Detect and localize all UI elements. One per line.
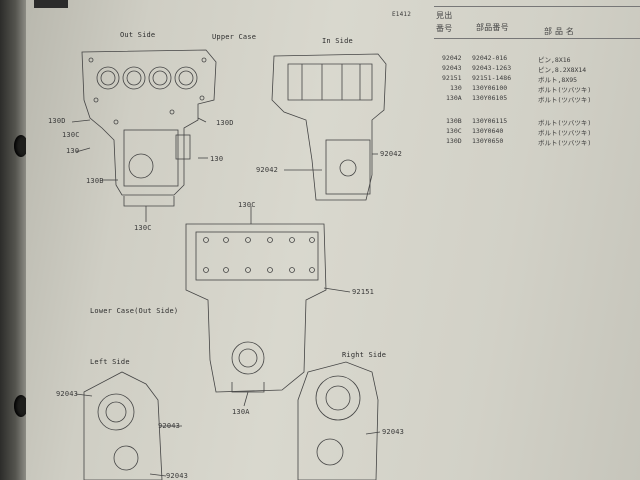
callout-130d-b: 130D [216, 119, 234, 127]
table-row: 130 [450, 84, 462, 92]
table-row: 92043 [442, 64, 462, 72]
parts-diagram [71, 49, 387, 480]
binder-hole-bottom [14, 395, 28, 417]
table-cell-name: ボルト(ツバツキ) [538, 86, 592, 94]
table-header-part-no: 部品番号 [476, 23, 509, 32]
callout-130b-a: 130B [86, 177, 104, 185]
callout-92043-c: 92043 [166, 472, 189, 480]
table-cell-part: 92043-1263 [472, 64, 512, 72]
upper-case-out-side-drawing [81, 49, 217, 207]
label-in-side: In Side [322, 37, 353, 45]
label-right-side: Right Side [342, 351, 387, 359]
callout-92043-a: 92043 [56, 390, 79, 398]
table-cell-part: 130Y06105 [472, 94, 508, 102]
table-row: 130C [446, 127, 462, 135]
table-cell-part: 92151-1486 [472, 74, 512, 82]
binder-hole-top [14, 135, 28, 157]
table-top-rule [434, 6, 640, 7]
table-cell-part: 130Y0650 [472, 137, 504, 145]
table-cell-part: 130Y06100 [472, 84, 508, 92]
callout-130c-b: 130C [134, 224, 152, 232]
table-row: 130D [446, 137, 462, 145]
table-cell-part: 130Y06115 [472, 117, 508, 125]
callout-130-a: 130 [66, 147, 80, 155]
callout-130d-a: 130D [48, 117, 66, 125]
table-header-rule [434, 38, 640, 39]
table-cell-part: 92042-016 [472, 54, 508, 62]
label-upper-case: Upper Case [212, 33, 257, 41]
table-cell-part: 130Y0640 [472, 127, 504, 135]
table-header-part-name: 部 品 名 [544, 27, 575, 36]
table-header-ref-2: 番号 [436, 24, 453, 33]
right-side-drawing [297, 361, 379, 480]
table-row: 92151 [442, 74, 462, 82]
callout-92043-d: 92043 [382, 428, 405, 436]
label-lower-case: Lower Case(Out Side) [90, 307, 179, 315]
callout-130c-c: 130C [238, 201, 256, 209]
callout-130c-a: 130C [62, 131, 80, 139]
table-cell-name: ボルト(ツバツキ) [538, 129, 592, 137]
callout-92043-b: 92043 [158, 422, 181, 430]
table-row: 130A [446, 94, 462, 102]
table-row: 130B [446, 117, 462, 125]
left-side-drawing [83, 371, 163, 480]
table-cell-name: ボルト,8X95 [538, 76, 578, 84]
table-cell-name: ピン,8.2X8X14 [538, 66, 587, 74]
callout-130a: 130A [232, 408, 250, 416]
label-out-side: Out Side [120, 31, 156, 39]
table-header-ref-1: 見出 [436, 11, 453, 20]
header-bar [34, 0, 68, 8]
table-cell-name: ピン,8X16 [538, 56, 571, 64]
table-cell-name: ボルト(ツバツキ) [538, 119, 592, 127]
label-left-side: Left Side [90, 358, 130, 366]
manual-page: Out Side Upper Case In Side Lower Case(O… [26, 0, 640, 480]
drawing-code: E1412 [392, 11, 412, 18]
callout-130-b: 130 [210, 155, 224, 163]
table-cell-name: ボルト(ツバツキ) [538, 139, 592, 147]
upper-case-in-side-drawing [271, 53, 387, 201]
callout-92042-a: 92042 [256, 166, 279, 174]
table-cell-name: ボルト(ツバツキ) [538, 96, 592, 104]
lower-case-out-side-drawing [185, 223, 327, 393]
callout-92042-b: 92042 [380, 150, 403, 158]
callout-92151: 92151 [352, 288, 375, 296]
table-row: 92042 [442, 54, 462, 62]
